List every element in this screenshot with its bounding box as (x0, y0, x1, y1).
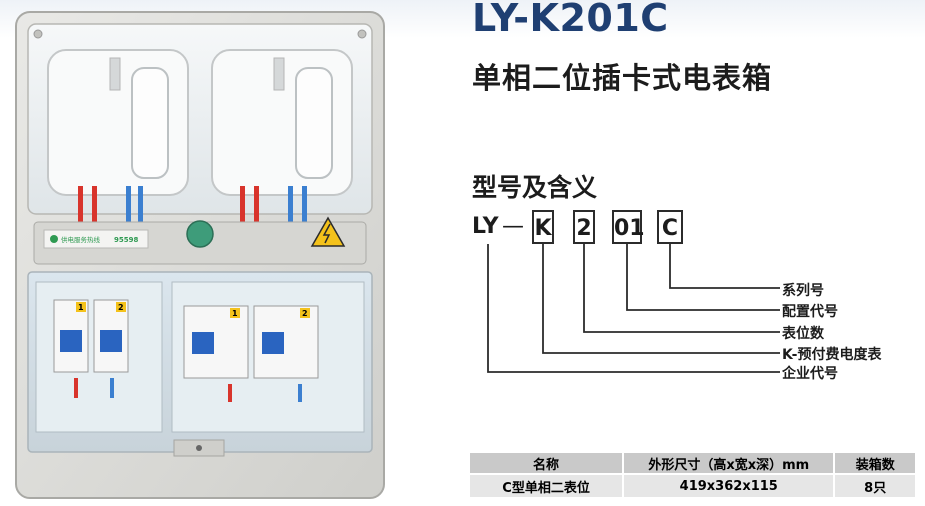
product-name: 单相二位插卡式电表箱 (472, 61, 773, 95)
label-company-code: 企业代号 (782, 366, 838, 382)
breaker-number: 1 (78, 303, 84, 312)
breaker-right-2: 2 (253, 305, 319, 379)
label-meter-positions: 表位数 (782, 326, 824, 342)
code-prefix: LY (472, 214, 499, 239)
model-title: LY-K201C (472, 0, 669, 40)
cell-dimensions: 419x362x115 (624, 475, 834, 497)
cell-name: C型单相二表位 (470, 475, 623, 497)
upper-wires (78, 186, 307, 228)
breaker-left-1: 1 (53, 299, 89, 373)
code-part-01: 01 (612, 210, 645, 244)
label-config-code: 配置代号 (782, 304, 838, 320)
code-part-2: 2 (573, 210, 595, 244)
header-dimensions: 外形尺寸（高x宽x深）mm (624, 453, 834, 473)
code-dash: — (502, 214, 524, 239)
header-name: 名称 (470, 453, 623, 473)
cell-packing: 8只 (835, 475, 915, 497)
meter-window-right (211, 49, 353, 196)
breaker-right-1: 1 (183, 305, 249, 379)
header-packing: 装箱数 (835, 453, 915, 473)
meter-window-left (47, 49, 189, 196)
model-meaning-heading: 型号及含义 (472, 173, 598, 202)
meter-box-photo: 供电服务热线 95598 1 2 1 2 (15, 11, 385, 499)
code-part-c: C (657, 210, 683, 244)
code-part-k: K (532, 210, 554, 244)
hotline-number: 95598 (114, 236, 138, 244)
model-connector-lines (487, 244, 780, 373)
label-prepaid-meter: K-预付费电度表 (782, 347, 882, 363)
indicator-knob-icon (186, 220, 214, 248)
hotline-text: 供电服务热线 (61, 235, 101, 244)
breaker-number: 2 (118, 303, 124, 312)
label-series: 系列号 (782, 283, 824, 299)
high-voltage-warning-icon (310, 216, 346, 247)
breaker-left-2: 2 (93, 299, 129, 373)
table-row: C型单相二表位 419x362x115 8只 (470, 475, 915, 497)
breaker-number: 1 (232, 309, 238, 318)
spec-table-header: 名称 外形尺寸（高x宽x深）mm 装箱数 (470, 453, 915, 473)
spec-table: 名称 外形尺寸（高x宽x深）mm 装箱数 C型单相二表位 419x362x115… (468, 451, 917, 499)
breaker-number: 2 (302, 309, 308, 318)
state-grid-logo-icon (50, 235, 58, 243)
